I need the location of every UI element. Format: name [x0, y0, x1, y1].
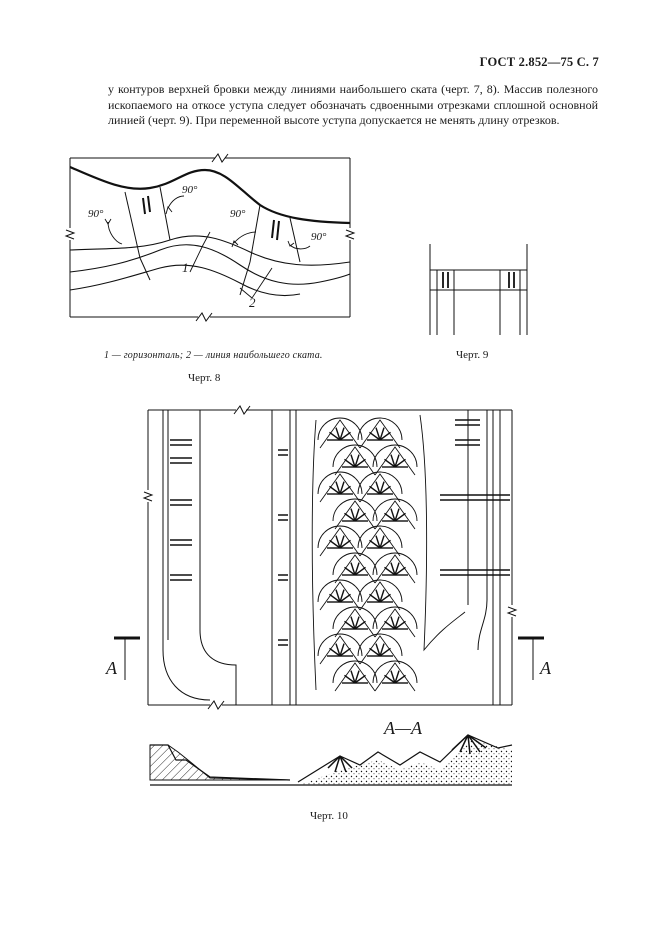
section-mark-left: A — [106, 658, 117, 678]
section-mark-right: A — [540, 658, 551, 678]
angle-label-1: 90° — [88, 208, 104, 220]
body-paragraph: у контуров верхней бровки между линиями … — [108, 82, 598, 127]
section-title: A—A — [384, 718, 422, 738]
angle-label-3: 90° — [230, 208, 246, 220]
figure-9-label: Черт. 9 — [456, 349, 489, 361]
callout-2: 2 — [249, 295, 256, 310]
figure-8-caption: 1 — горизонталь; 2 — линия наибольшего с… — [104, 350, 323, 361]
angle-label-4: 90° — [311, 231, 327, 243]
figure-10-label: Черт. 10 — [310, 810, 348, 822]
figure-8-label: Черт. 8 — [188, 372, 221, 384]
page-header: ГОСТ 2.852—75 С. 7 — [479, 55, 599, 69]
angle-label-2: 90° — [182, 184, 198, 196]
callout-1: 1 — [182, 260, 189, 275]
